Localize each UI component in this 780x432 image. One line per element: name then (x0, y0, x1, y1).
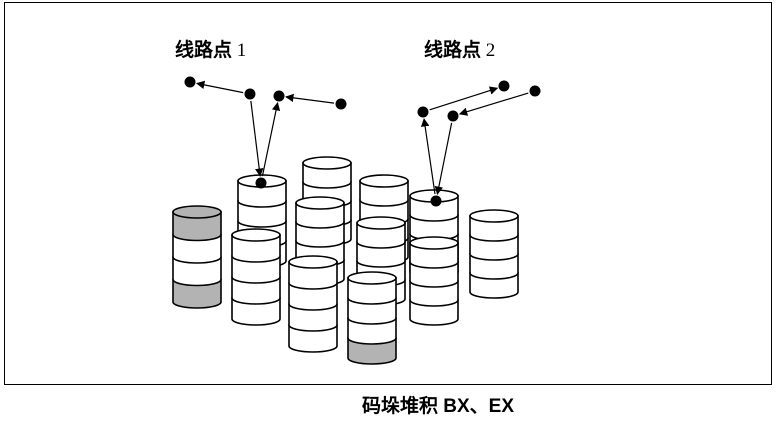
route-arrow (420, 118, 436, 195)
pallet-layer (288, 303, 338, 332)
pallet-layer (295, 202, 345, 229)
pallet-top (347, 271, 397, 285)
pallet-layer (172, 256, 222, 287)
pallet-layer (172, 233, 222, 264)
route-point-1-text: 线路点 (175, 40, 233, 61)
diagram-frame (4, 2, 772, 385)
pallet-layer (469, 272, 519, 299)
pallet-stacks (172, 156, 519, 365)
pallet-stack (469, 209, 519, 299)
route-arrow (250, 100, 264, 177)
pallet-layer (172, 211, 222, 242)
route-dot (430, 195, 442, 207)
pallet-top (359, 174, 409, 188)
route-arrow (196, 80, 244, 94)
route-arrow (458, 92, 529, 116)
pallet-top (469, 209, 519, 223)
pallet-top (295, 196, 345, 210)
pallet-layer (409, 195, 459, 222)
route-dot (335, 98, 347, 110)
pallet-layer (359, 180, 409, 207)
route-arrows (196, 80, 529, 195)
route-point-1-number: 1 (236, 40, 247, 61)
route-point-2-number: 2 (485, 40, 496, 61)
route-dot (255, 177, 267, 189)
pallet-layer (302, 162, 352, 189)
pallet-layer (356, 222, 406, 249)
pallet-layer (409, 299, 459, 326)
route-point-2-label: 线路点 2 (424, 35, 495, 62)
pallet-layer (469, 234, 519, 261)
pallet-top (172, 205, 222, 219)
pallet-layer (347, 277, 397, 305)
diagram-caption: 码垛堆积 BX、EX (362, 396, 515, 417)
pallet-layer (231, 255, 281, 284)
route-arrow (434, 122, 453, 195)
pallet-top (356, 216, 406, 230)
pallet-layer (231, 276, 281, 305)
pallet-layer (347, 317, 397, 345)
route-dot (498, 80, 510, 92)
route-dot (529, 85, 541, 97)
route-arrow (429, 86, 499, 111)
pallet-layer (172, 278, 222, 309)
pallet-stack (231, 228, 281, 326)
pallet-layer (469, 215, 519, 242)
pallet-layer (288, 324, 338, 353)
pallet-layer (409, 261, 459, 288)
pallet-layer (288, 261, 338, 290)
route-dot (447, 110, 459, 122)
route-dots (184, 76, 541, 207)
pallet-stack (288, 255, 338, 353)
pallet-stack (409, 236, 459, 326)
pallet-layer (237, 200, 287, 228)
route-dot (273, 90, 285, 102)
pallet-stack (347, 271, 397, 365)
pallet-layer (231, 297, 281, 326)
route-point-1-label: 线路点 1 (175, 35, 246, 62)
pallet-top (288, 255, 338, 269)
pallet-stack (172, 205, 222, 309)
pallet-layer (347, 337, 397, 365)
pallet-layer (469, 253, 519, 280)
route-arrow (285, 93, 335, 104)
pallet-layer (231, 234, 281, 263)
route-dot (244, 88, 256, 100)
pallet-top (231, 228, 281, 242)
pallet-layer (288, 282, 338, 311)
route-arrow (261, 102, 281, 177)
route-dot (417, 106, 429, 118)
pallet-layer (356, 241, 406, 268)
pallet-layer (409, 280, 459, 307)
pallet-layer (347, 297, 397, 325)
pallet-top (302, 156, 352, 170)
pallet-layer (409, 242, 459, 269)
pallet-layer (295, 221, 345, 248)
pallet-top (409, 236, 459, 250)
pallet-layer (237, 180, 287, 208)
route-point-2-text: 线路点 (424, 40, 482, 61)
route-dot (184, 76, 196, 88)
